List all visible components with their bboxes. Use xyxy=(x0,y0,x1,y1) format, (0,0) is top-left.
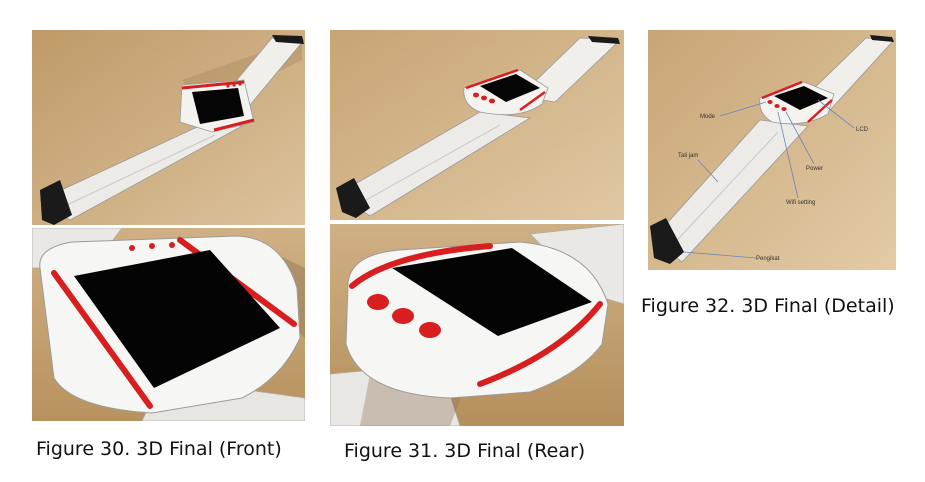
figure-31-caption: Figure 31. 3D Final (Rear) xyxy=(344,440,586,462)
figure-30-caption: Figure 30. 3D Final (Front) xyxy=(36,438,282,460)
figure-30-front-closeup-render xyxy=(32,228,305,421)
figure-32-detail-render: Mode LCD Power Tali jam Wifi setting Pen… xyxy=(648,30,896,270)
callout-tali-jam: Tali jam xyxy=(678,153,698,159)
callout-wifi-setting: Wifi setting xyxy=(786,200,815,206)
figure-31-overview-render xyxy=(330,30,624,220)
callout-lcd: LCD xyxy=(856,127,869,133)
figure-32-caption: Figure 32. 3D Final (Detail) xyxy=(641,295,895,317)
figure-31-rear-closeup-render xyxy=(330,224,624,426)
figure-30-overview-render xyxy=(32,30,305,225)
callout-pengikat: Pengikat xyxy=(756,256,780,262)
callout-mode: Mode xyxy=(700,114,716,120)
callout-power: Power xyxy=(806,166,823,172)
